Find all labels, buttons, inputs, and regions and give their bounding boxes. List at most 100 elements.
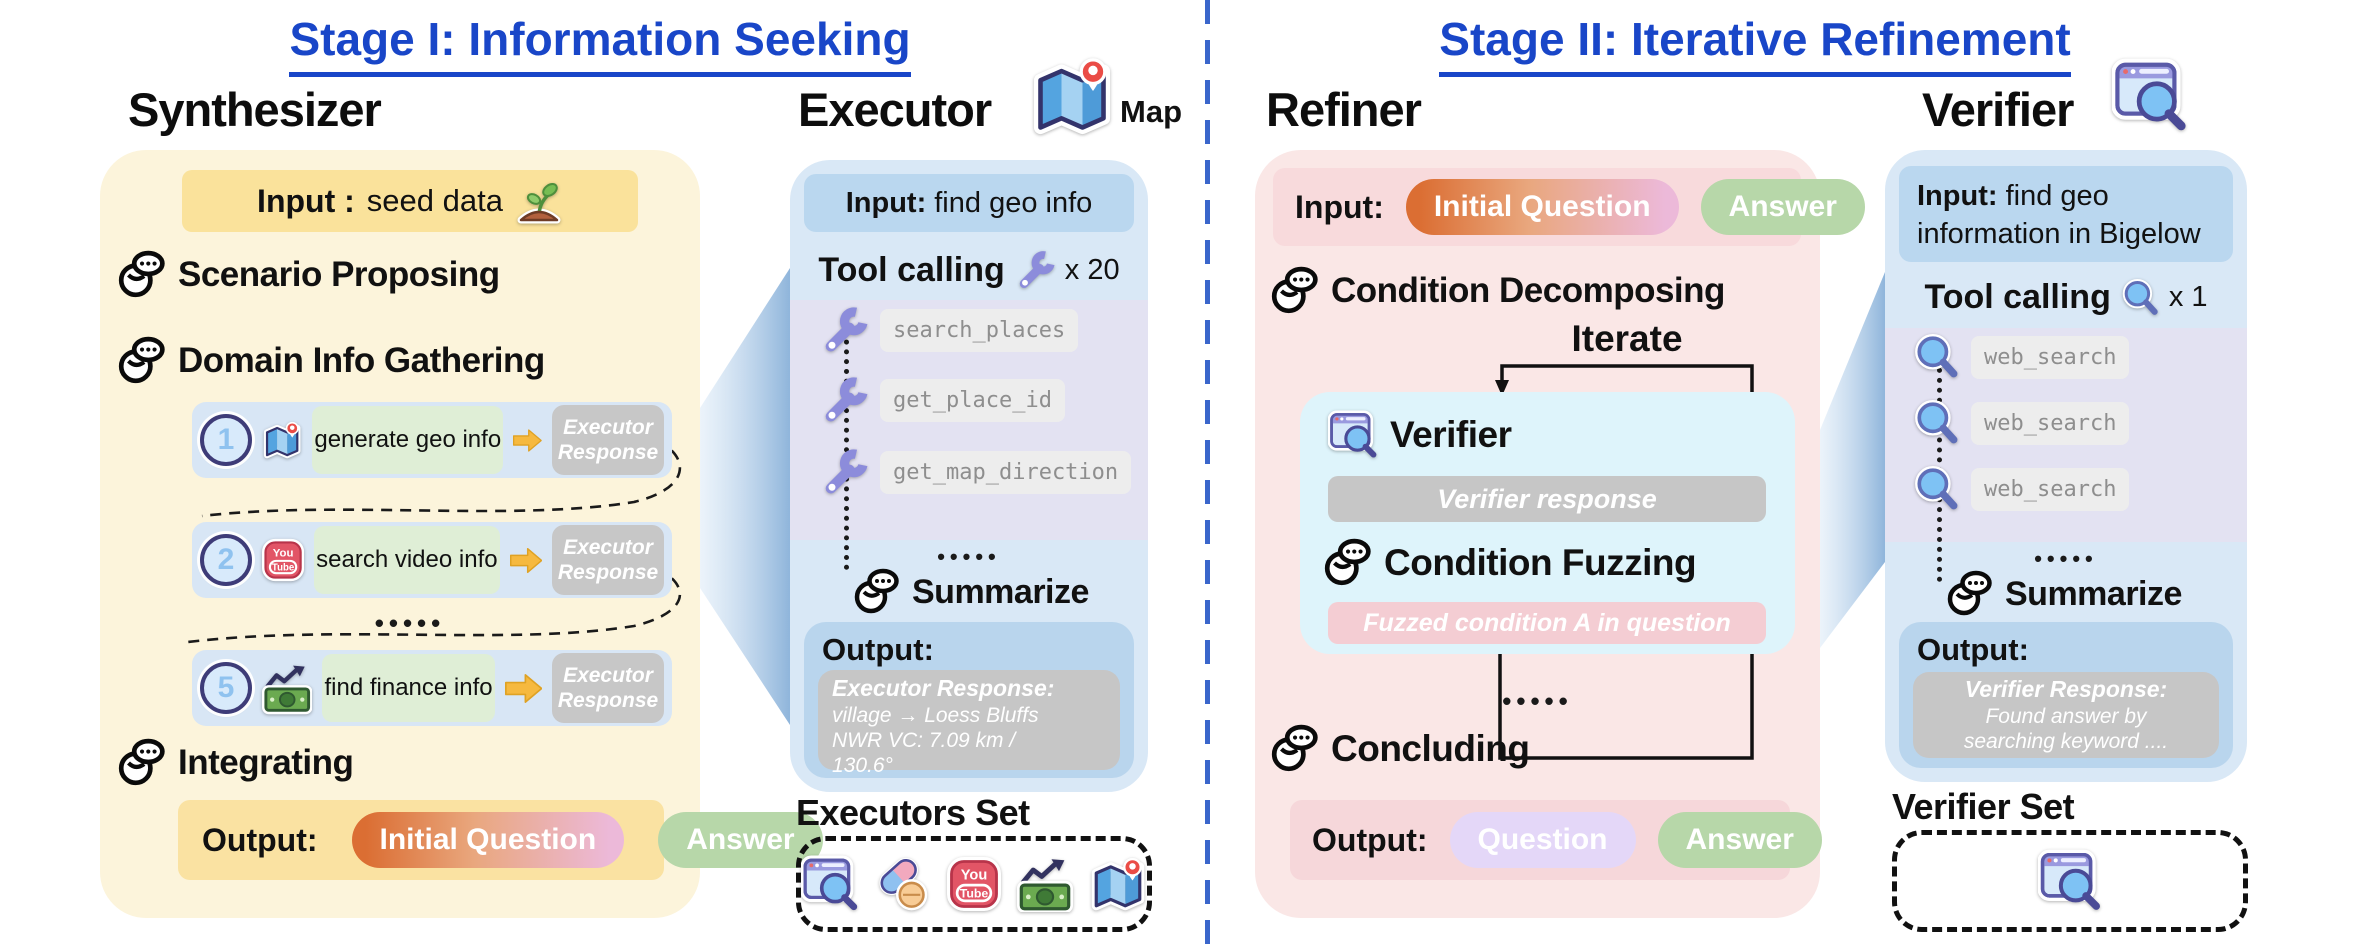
wrench-icon: [1015, 250, 1055, 290]
executor-response-box: Executor Response: [552, 405, 664, 475]
verifier-response-pill: Verifier response: [1328, 476, 1766, 522]
finance-icon: [262, 661, 312, 715]
tool-call-row: get_map_direction: [820, 448, 1132, 496]
executors-set-heading: Executors Set: [796, 792, 1030, 833]
stage1-title: Stage I: Information Seeking: [160, 12, 1040, 77]
executor-response-box: Executor Response: [552, 525, 664, 595]
input-label: Input:: [1917, 180, 1998, 212]
fuzzed-condition-pill: Fuzzed condition A in question: [1328, 602, 1766, 644]
synthesizer-heading: Synthesizer: [128, 83, 382, 136]
verifier-heading: Verifier: [1922, 83, 2074, 136]
executor-badge: Map: [1120, 94, 1182, 129]
executor-input-box: Input: find geo info: [804, 174, 1134, 232]
step-label: generate geo info: [312, 406, 504, 474]
synthesis-row-finance: 5 find finance info Executor Response: [192, 650, 672, 726]
verifier-response-detail: Verifier Response: Found answer by searc…: [1913, 672, 2219, 758]
answer-pill: Answer: [658, 812, 823, 868]
verifier-output-box: Output: Verifier Response: Found answer …: [1899, 622, 2233, 768]
map-icon: [1030, 54, 1114, 138]
tool-name: get_map_direction: [880, 450, 1132, 494]
web-search-icon: [801, 855, 859, 913]
answer-pill: Answer: [1700, 179, 1865, 235]
verifier-browser-icon: [1328, 410, 1378, 460]
input-label: Input:: [845, 186, 927, 219]
tool-calling-header: Tool calling x 20: [818, 250, 1120, 290]
input-value: seed data: [366, 183, 503, 218]
map-icon: [262, 412, 302, 468]
refiner-panel: Input: Initial Question Answer Condition…: [1255, 150, 1865, 918]
input-value: find geo information in Bigelow: [1917, 180, 2201, 250]
verifier-browser-icon: [2112, 58, 2188, 134]
tool-call-row: web_search: [1913, 400, 2130, 446]
dashed-connectors: [187, 438, 682, 644]
step-concluding: Concluding: [1269, 724, 1530, 774]
verifier-panel: Input: find geo information in Bigelow T…: [1885, 150, 2247, 782]
step-integrating: Integrating: [116, 738, 354, 788]
tool-count: x 20: [1064, 253, 1120, 286]
tool-call-row: web_search: [1913, 334, 2130, 380]
tool-ellipsis: •••••: [2034, 546, 2098, 571]
agent-icon: [852, 568, 900, 616]
youtube-icon: [947, 857, 1001, 911]
wrench-icon: [820, 306, 868, 354]
map-icon: [1089, 855, 1147, 913]
step-label: search video info: [314, 526, 500, 594]
tool-count: x 1: [2168, 281, 2208, 313]
step-domain-info-gathering: Domain Info Gathering: [116, 336, 545, 386]
verifier-set-heading: Verifier Set: [1892, 786, 2075, 827]
web-search-icon: [2038, 849, 2102, 913]
synthesis-row-video: 2 search video info Executor Response: [192, 522, 672, 598]
refiner-verifier-box: Verifier Verifier response Condition Fuz…: [1300, 392, 1795, 654]
executor-output-box: Output: Executor Response: village → Loe…: [804, 622, 1134, 778]
executor-panel: Input: find geo info Tool calling x 20 s…: [790, 160, 1148, 792]
stage-divider: [1205, 0, 1210, 946]
tool-call-row: search_places: [820, 306, 1079, 354]
tool-name: web_search: [1971, 467, 2130, 511]
finance-icon: [1017, 856, 1073, 912]
stage2-title: Stage II: Iterative Refinement: [1320, 12, 2190, 77]
executor-response-detail: Executor Response: village → Loess Bluff…: [818, 670, 1120, 777]
step-summarize: Summarize: [1945, 570, 2182, 618]
executors-set-box: [796, 836, 1152, 932]
step-condition-fuzzing: Condition Fuzzing: [1322, 538, 1697, 588]
output-label: Output:: [1312, 821, 1428, 858]
inner-verifier-title: Verifier: [1328, 410, 1512, 460]
initial-question-pill: Initial Question: [1405, 179, 1679, 235]
step-summarize: Summarize: [852, 568, 1089, 616]
tool-chain-line: [844, 320, 849, 570]
step-number: 5: [200, 662, 252, 714]
synthesizer-output-strip: Output: Initial Question Answer: [178, 800, 823, 880]
step-scenario-proposing: Scenario Proposing: [116, 250, 500, 300]
output-label: Output:: [202, 821, 318, 858]
agent-icon: [1945, 570, 1993, 618]
step-number: 2: [200, 534, 252, 586]
executor-response-box: Executor Response: [552, 653, 664, 723]
step-number: 1: [200, 414, 252, 466]
refiner-ellipsis: •••••: [1502, 686, 1573, 716]
arrow-right-icon: [505, 673, 542, 704]
refiner-heading: Refiner: [1266, 83, 1422, 136]
refiner-input-strip: Input: Initial Question Answer: [1273, 168, 1865, 246]
row-ellipsis: •••••: [374, 608, 446, 638]
answer-pill: Answer: [1657, 812, 1822, 868]
arrow-right-icon: [513, 425, 542, 456]
tool-name: get_place_id: [880, 378, 1065, 422]
output-label: Output:: [822, 632, 934, 667]
output-label: Output:: [1917, 632, 2029, 667]
wrench-icon: [820, 376, 868, 424]
magnifier-icon: [1913, 466, 1959, 512]
youtube-icon: [262, 534, 304, 586]
magnifier-icon: [2121, 279, 2159, 317]
magnifier-icon: [1913, 334, 1959, 380]
refiner-output-strip: Output: Question Answer: [1290, 800, 1822, 880]
synthesizer-input-box: Input : seed data: [182, 170, 638, 232]
agent-icon: [1269, 724, 1319, 774]
tool-name: search_places: [880, 308, 1079, 352]
iterate-label: Iterate: [1571, 318, 1683, 359]
verifier-input-box: Input: find geo information in Bigelow: [1899, 166, 2233, 262]
tool-call-row: get_place_id: [820, 376, 1065, 424]
tool-chain-line: [1937, 348, 1942, 582]
executor-heading: Executor: [798, 83, 992, 136]
